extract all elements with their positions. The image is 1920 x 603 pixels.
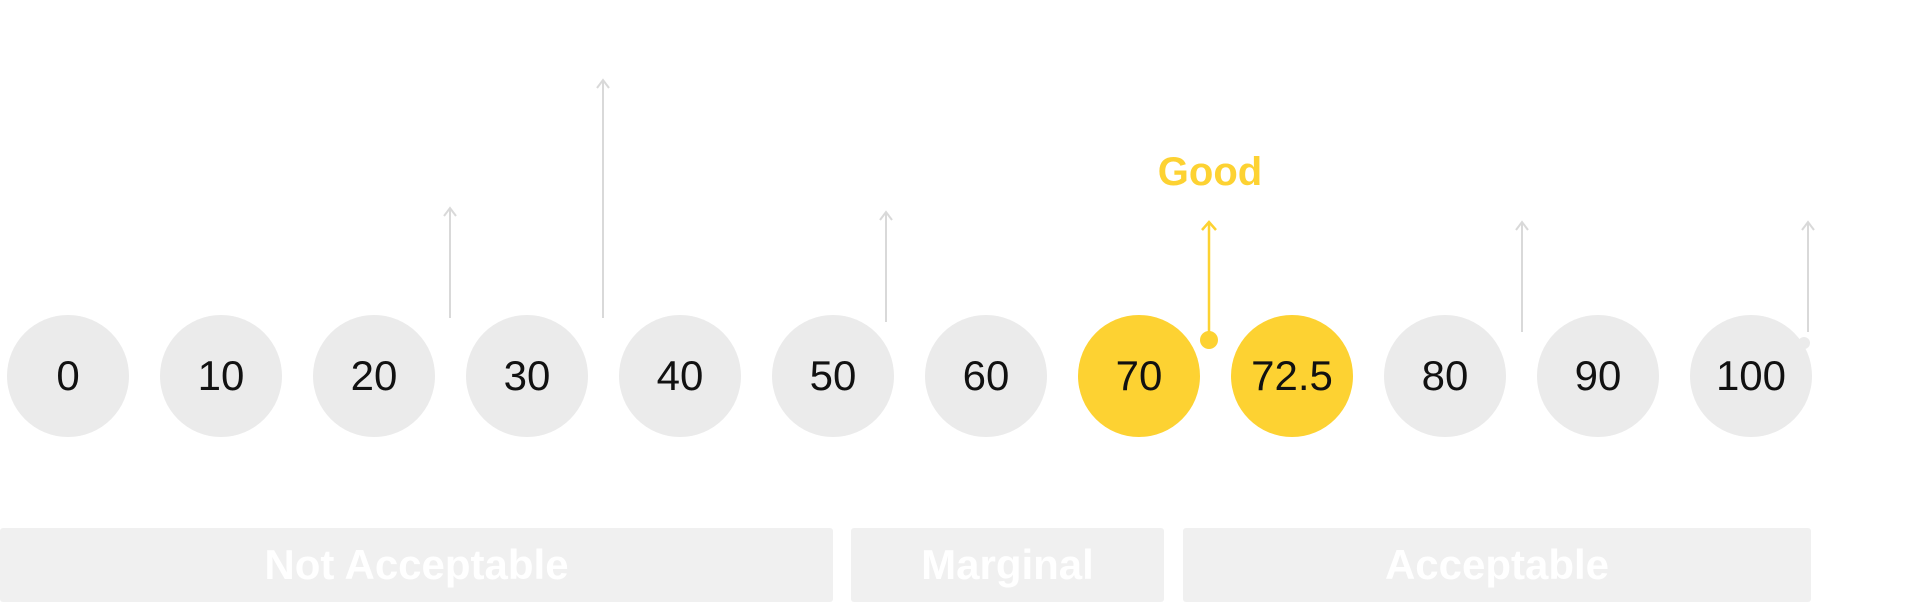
band-label: Marginal	[921, 541, 1094, 588]
scale-bubble-label: 50	[809, 352, 857, 399]
scale-bubble-60: 60	[925, 315, 1047, 437]
scale-bubble-label: 40	[656, 352, 704, 399]
scale-bubble-70: 70	[1078, 315, 1200, 437]
scale-bubble-100: 100	[1690, 315, 1812, 437]
scale-bubble-label: 80	[1421, 352, 1469, 399]
scale-bubble-label: 30	[503, 352, 551, 399]
arrow-3	[879, 210, 893, 322]
scale-bubble-30: 30	[466, 315, 588, 437]
scale-bubble-label: 60	[962, 352, 1010, 399]
arrow-2	[596, 78, 610, 318]
band-label: Acceptable	[1384, 541, 1610, 588]
scale-bubble-10: 10	[160, 315, 282, 437]
arrow-4	[1515, 220, 1529, 332]
scale-bubble-50: 50	[772, 315, 894, 437]
scale-bubble-label: 10	[197, 352, 245, 399]
scale-bubble-72-5: 72.5	[1231, 315, 1353, 437]
scale-bubble-label: 70	[1115, 352, 1163, 399]
scale-bubble-label: 72.5	[1251, 352, 1333, 399]
scale-bubble-90: 90	[1537, 315, 1659, 437]
band-label: Not Acceptable	[264, 541, 569, 588]
band-marginal: Marginal	[851, 528, 1164, 602]
arrow-5	[1798, 220, 1815, 349]
scale-bubble-label: 20	[350, 352, 398, 399]
score-pointer	[1200, 220, 1218, 349]
scale-bubble-label: 100	[1715, 352, 1787, 399]
score-callout: Good	[1157, 150, 1263, 194]
scale-bubble-20: 20	[313, 315, 435, 437]
scale-bubble-40: 40	[619, 315, 741, 437]
band-acceptable: Acceptable	[1183, 528, 1811, 602]
scale-bubble-80: 80	[1384, 315, 1506, 437]
arrow-1	[443, 206, 457, 318]
scale-bubble-label: 0	[56, 352, 80, 399]
scale-bubble-label: 90	[1574, 352, 1622, 399]
scale-bubble-0: 0	[7, 315, 129, 437]
band-not-acceptable: Not Acceptable	[0, 528, 833, 602]
